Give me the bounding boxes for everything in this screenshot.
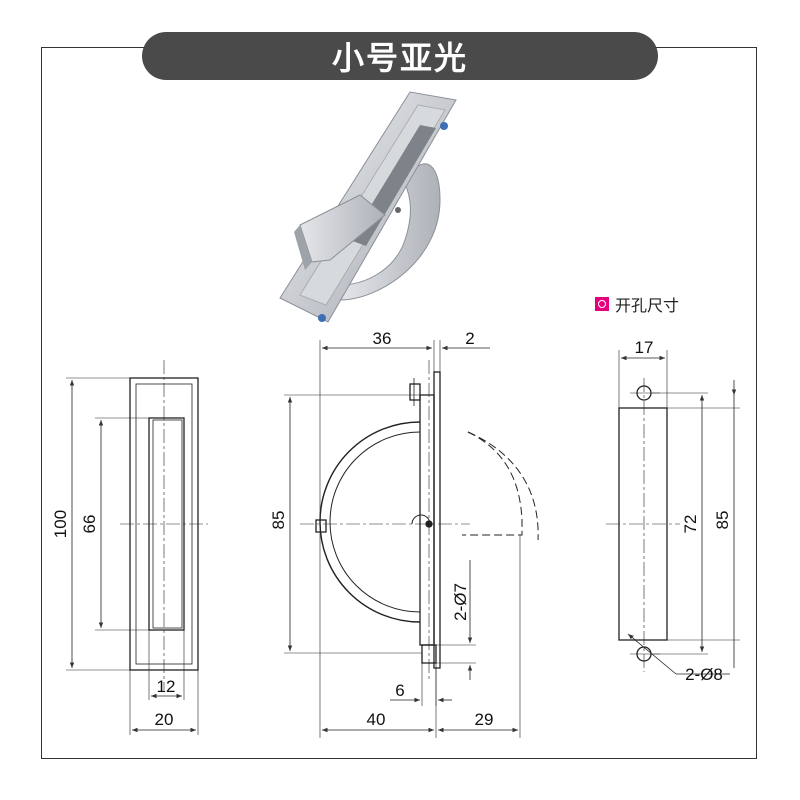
dim-cut-hole: 2-Ø8 xyxy=(685,665,723,684)
dim-front-height: 100 xyxy=(51,510,70,538)
product-photo xyxy=(279,91,457,323)
side-plate xyxy=(419,394,435,646)
dim-side-hole: 2-Ø7 xyxy=(451,583,470,621)
dim-side-depth: 36 xyxy=(373,329,392,348)
cutout-view xyxy=(606,350,740,675)
title-text: 小号亚光 xyxy=(331,39,468,77)
dim-side-plate: 2 xyxy=(465,329,474,348)
title-banner: 小号亚光 xyxy=(142,32,658,80)
dim-front-inner-height: 66 xyxy=(80,515,99,534)
dim-cut-hole-spacing: 72 xyxy=(681,515,700,534)
cutout-marker-icon xyxy=(595,297,609,311)
dim-cut-width: 17 xyxy=(635,338,654,357)
dim-side-height: 85 xyxy=(269,511,288,530)
dim-cut-height: 85 xyxy=(713,511,732,530)
dim-front-width: 20 xyxy=(155,710,174,729)
dim-side-swing: 29 xyxy=(475,710,494,729)
cutout-label-text: 开孔尺寸 xyxy=(615,296,680,315)
dim-front-inner-width: 12 xyxy=(157,677,176,696)
dim-side-pin: 6 xyxy=(395,681,404,700)
front-view xyxy=(66,360,208,735)
cutout-legend: 开孔尺寸 xyxy=(595,292,679,316)
side-view xyxy=(284,340,539,738)
dim-side-arc: 40 xyxy=(367,710,386,729)
